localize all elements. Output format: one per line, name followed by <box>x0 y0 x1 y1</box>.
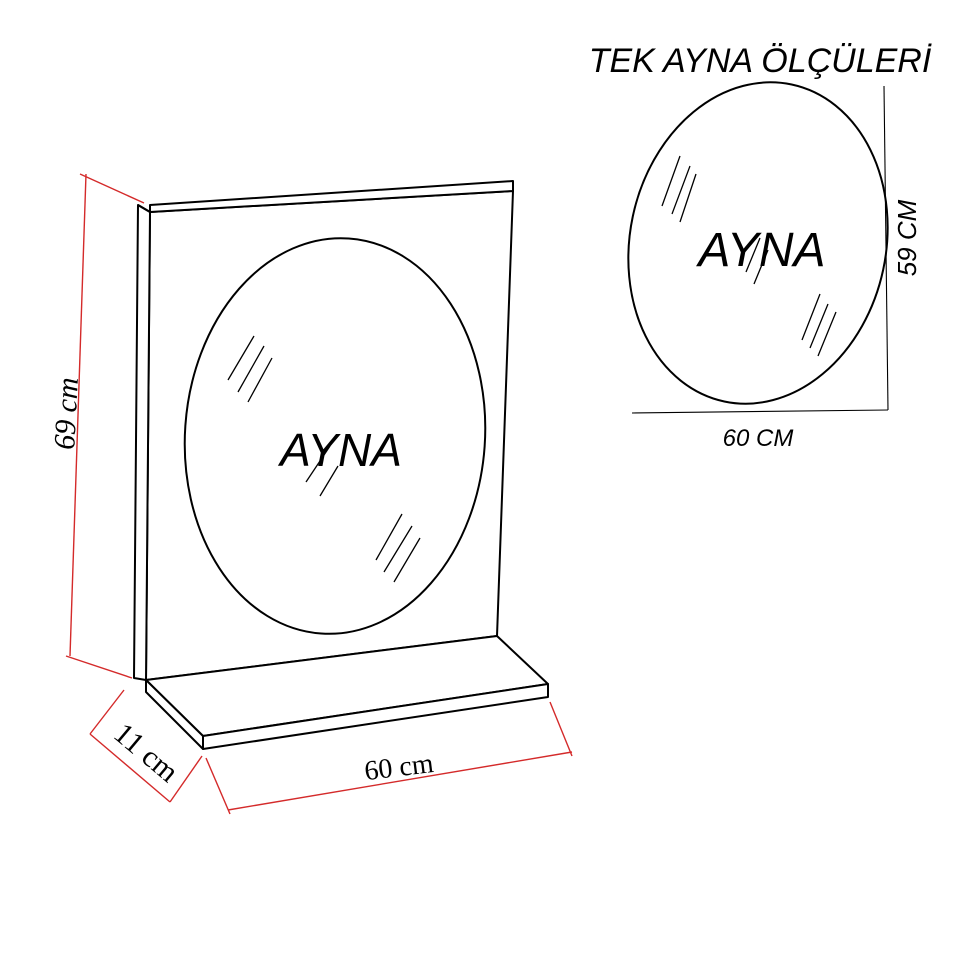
single-mirror-glare-top <box>661 155 697 223</box>
shelf-side-edge <box>145 679 204 750</box>
unit-width-dimension <box>205 701 573 815</box>
single-mirror-height-label: 59 CM <box>892 199 922 276</box>
single-mirror-dimension-lines <box>631 85 889 414</box>
unit-depth-label: 11 cm <box>108 717 185 789</box>
unit-mirror: AYNA <box>183 237 487 635</box>
back-panel-top-edge <box>149 180 514 213</box>
unit-mirror-glare-bottom <box>375 513 421 583</box>
unit-depth-dimension <box>89 689 203 803</box>
unit-width-label: 60 cm <box>363 748 436 787</box>
single-mirror-title: TEK AYNA ÖLÇÜLERİ <box>589 42 932 80</box>
single-mirror-label: AYNA <box>695 224 825 277</box>
unit-mirror-glare-center <box>305 445 339 497</box>
single-mirror-glare-center <box>745 237 769 285</box>
unit-height-label: 69 cm <box>48 376 85 450</box>
single-mirror-width-label: 60 CM <box>723 425 794 452</box>
single-mirror: AYNA <box>627 81 889 405</box>
unit-mirror-ellipse <box>183 237 487 635</box>
unit-mirror-label: AYNA <box>277 424 402 476</box>
unit-height-dimension <box>65 173 145 679</box>
unit-mirror-glare-top <box>227 335 273 403</box>
single-mirror-glare-bottom <box>801 293 837 357</box>
back-panel-side-edge <box>133 204 151 681</box>
